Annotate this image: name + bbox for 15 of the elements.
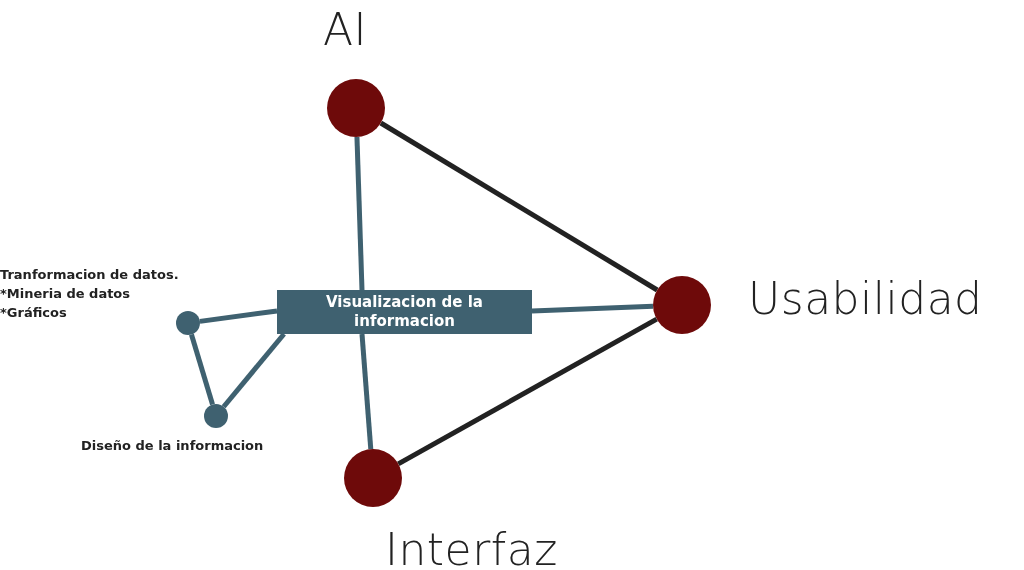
connector-line [189,333,215,406]
connector-line [221,332,286,409]
process-box: Visualizacion de la informacion [277,290,532,334]
connector-line [359,333,374,450]
connector-line [397,317,658,466]
connector-line [354,136,365,291]
node-label: Interfaz [385,524,558,570]
node-label: Usabilidad [748,273,983,324]
connector-line [379,120,659,293]
node-label: *Gráficos [0,304,67,322]
node-label: *Mineria de datos [0,285,131,303]
connector-line [199,308,278,324]
node-label: Diseño de la informacion [81,437,264,455]
node-label: AI [323,4,368,55]
node-label: Tranformacion de datos. [0,266,179,284]
